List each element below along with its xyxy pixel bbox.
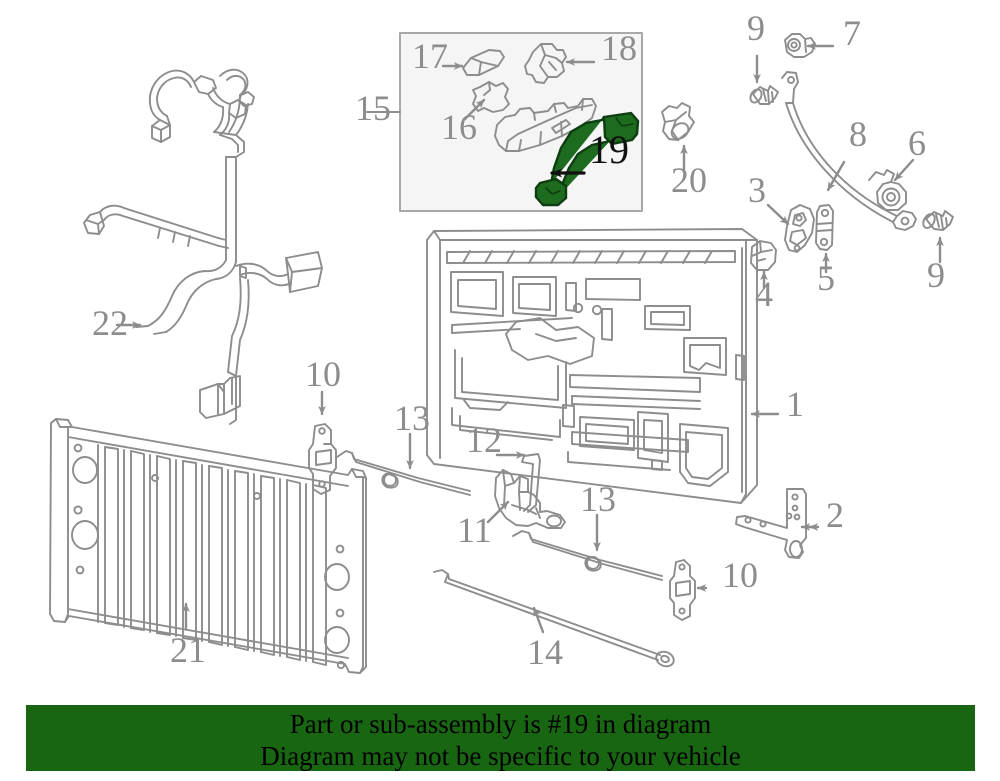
callout-number-16: 16	[441, 107, 477, 147]
callout-number-9-lower: 9	[927, 255, 945, 295]
part-8-cable-shape	[781, 71, 917, 231]
callout-arrow-3	[766, 203, 790, 226]
callout-number-11: 11	[457, 510, 492, 550]
callout-number-21: 21	[170, 630, 206, 670]
part-10-lower-shape	[669, 559, 696, 621]
part-9-lower-shape	[922, 210, 954, 231]
part-21-tailgate-outer-panel	[49, 418, 367, 674]
callout-number-20: 20	[671, 160, 707, 200]
part-22-wiring-harness	[83, 68, 323, 425]
callout-number-12: 12	[466, 420, 502, 460]
callout-number-2: 2	[826, 495, 844, 535]
part-3-shape	[784, 204, 815, 253]
part-15-shape	[494, 98, 597, 152]
part-17-shape	[462, 49, 505, 76]
callout-number-8: 8	[849, 114, 867, 154]
part-14-shape	[433, 569, 675, 668]
callout-number-5: 5	[817, 258, 835, 298]
callout-number-3: 3	[748, 170, 766, 210]
part-1-tailgate-inner-panel	[426, 228, 758, 504]
part-13-lower-rod-shape	[512, 530, 663, 581]
part-9-upper-shape	[749, 85, 779, 105]
callout-number-10-upper: 10	[305, 354, 341, 394]
callout-number-15: 15	[355, 88, 391, 128]
callout-number-7: 7	[843, 13, 861, 53]
callout-number-13-lower: 13	[580, 479, 616, 519]
banner-line-2: Diagram may not be specific to your vehi…	[260, 741, 741, 771]
part-6-shape	[868, 169, 907, 211]
part-18-shape	[524, 43, 567, 84]
part-20-shape	[661, 102, 695, 141]
part-16-shape	[472, 81, 510, 113]
callout-arrow-16	[463, 98, 486, 121]
banner-line-1: Part or sub-assembly is #19 in diagram	[289, 709, 712, 739]
part-12-shape	[521, 453, 541, 513]
part-5-shape	[815, 204, 834, 251]
callout-number-17: 17	[412, 36, 448, 76]
callout-arrow-8	[826, 160, 846, 192]
callout-number-4: 4	[755, 274, 773, 314]
part-notice-banner: Part or sub-assembly is #19 in diagram D…	[26, 705, 975, 771]
callout-number-10-lower: 10	[722, 555, 758, 595]
callout-number-14: 14	[527, 632, 563, 672]
callout-number-1: 1	[786, 384, 804, 424]
callout-arrow-14	[532, 606, 545, 634]
part-11-shape	[494, 469, 566, 529]
callout-number-22: 22	[92, 303, 128, 343]
part-13-upper-rod-shape	[336, 450, 471, 496]
part-19-highlight-detail	[545, 117, 634, 195]
callout-number-19: 19	[589, 127, 629, 172]
part-4-shape	[750, 240, 777, 271]
callout-arrow-6	[893, 158, 915, 182]
callout-number-18: 18	[601, 28, 637, 68]
callout-number-13-upper: 13	[394, 398, 430, 438]
inset-group-box	[366, 32, 643, 212]
callout-number-6: 6	[908, 123, 926, 163]
part-2-shape	[735, 488, 807, 559]
callout-number-9-upper: 9	[747, 8, 765, 48]
callout-arrow-11	[486, 500, 510, 524]
